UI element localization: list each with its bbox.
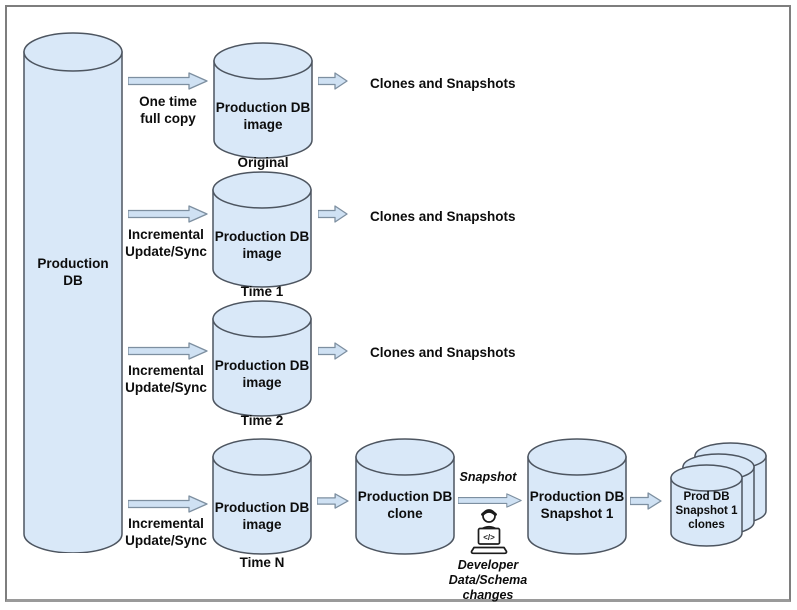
clones-snapshots-label-row-3: Clones and Snapshots xyxy=(370,345,516,360)
database-cylinder-icon xyxy=(670,464,743,547)
snapshot-arrow-label: Snapshot xyxy=(459,470,517,484)
production-db-snapshot-cylinder: Production DB Snapshot 1 xyxy=(527,438,627,556)
clones-stack-label: Prod DB Snapshot 1 clones xyxy=(675,491,738,531)
flow-arrow-icon xyxy=(128,205,208,223)
database-cylinder-icon xyxy=(355,438,455,555)
db-image-cylinder-time1: Production DB image Time 1 xyxy=(212,171,312,299)
db-image-cylinder-original: Production DB image Original xyxy=(213,42,313,170)
clone-title: Production DB clone xyxy=(357,489,453,521)
production-db-label: Production DB xyxy=(37,256,109,288)
flow-arrow-icon xyxy=(128,72,208,90)
output-arrow-row-3 xyxy=(318,342,348,360)
database-cylinder-icon xyxy=(212,300,312,417)
db-image-cylinder-timeN: Production DB image Time N xyxy=(212,438,312,570)
snapshot-clones-stack: Prod DB Snapshot 1 clones xyxy=(670,442,768,550)
db-image-subtitle: Time 1 xyxy=(240,284,284,299)
output-arrow-row-1 xyxy=(318,72,348,90)
clones-snapshots-label-row-1: Clones and Snapshots xyxy=(370,76,516,91)
developer-label: Developer Data/Schema changes xyxy=(448,558,528,602)
sync-arrow-label-row-1: One time full copy xyxy=(139,94,197,126)
flow-arrow-icon xyxy=(318,72,348,90)
sync-arrow-row-2 xyxy=(128,205,208,223)
flow-arrow-icon xyxy=(128,342,208,360)
clone-arrow xyxy=(317,493,349,509)
sync-arrow-label-row-4: Incremental Update/Sync xyxy=(125,516,207,548)
code-glyph: </> xyxy=(483,533,495,542)
flow-arrow-icon xyxy=(458,493,522,508)
db-image-subtitle: Original xyxy=(237,155,289,170)
database-cylinder-icon xyxy=(212,171,312,288)
flow-arrow-icon xyxy=(630,492,662,510)
database-cylinder-icon xyxy=(527,438,627,555)
database-cylinder-icon xyxy=(213,42,313,159)
flow-arrow-icon xyxy=(318,205,348,223)
db-image-title: Production DB image xyxy=(215,100,311,132)
sync-arrow-row-3 xyxy=(128,342,208,360)
sync-arrow-row-1 xyxy=(128,72,208,90)
sync-arrow-row-4 xyxy=(128,495,208,513)
db-image-subtitle: Time N xyxy=(239,555,285,570)
flow-arrow-icon xyxy=(128,495,208,513)
flow-arrow-icon xyxy=(318,342,348,360)
diagram-frame xyxy=(5,5,791,602)
snapshot-arrow xyxy=(458,493,522,508)
flow-arrow-icon xyxy=(317,493,349,509)
db-image-cylinder-time2: Production DB image Time 2 xyxy=(212,300,312,428)
developer-icon: </> xyxy=(467,506,511,558)
database-cylinder-icon xyxy=(212,438,312,555)
sync-arrow-label-row-2: Incremental Update/Sync xyxy=(125,227,207,259)
database-cylinder-icon xyxy=(23,32,123,553)
db-image-title: Production DB image xyxy=(214,229,310,261)
db-image-title: Production DB image xyxy=(214,500,310,532)
snapshot-title: Production DB Snapshot 1 xyxy=(529,489,625,521)
db-image-title: Production DB image xyxy=(214,358,310,390)
db-image-subtitle: Time 2 xyxy=(240,413,284,428)
production-db-cylinder: Production DB xyxy=(23,32,123,553)
sync-arrow-label-row-3: Incremental Update/Sync xyxy=(125,363,207,395)
clones-arrow xyxy=(630,492,662,510)
output-arrow-row-2 xyxy=(318,205,348,223)
clones-snapshots-label-row-2: Clones and Snapshots xyxy=(370,209,516,224)
production-db-clone-cylinder: Production DB clone xyxy=(355,438,455,556)
